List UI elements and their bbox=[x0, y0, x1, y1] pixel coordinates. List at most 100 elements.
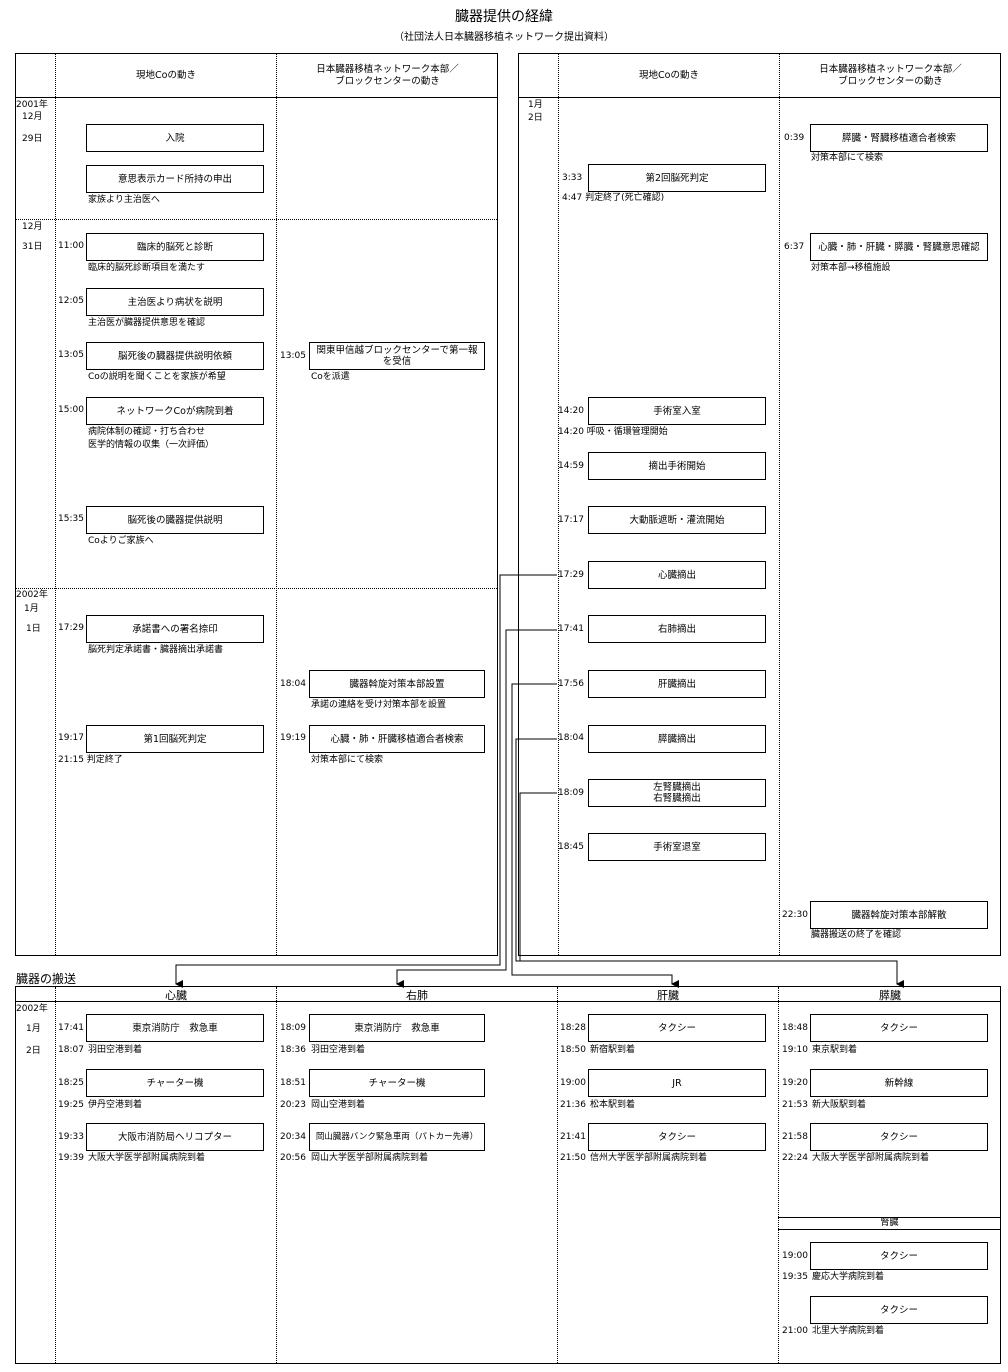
date-label: 31日 bbox=[22, 242, 43, 252]
page-title: 臓器提供の経緯 bbox=[455, 9, 553, 25]
lung-connector bbox=[396, 629, 557, 988]
transport-time: 19:10 bbox=[782, 1045, 808, 1055]
transport-note: 信州大学医学部附属病院到着 bbox=[590, 1153, 708, 1163]
local-co-header: 現地Coの動き bbox=[639, 70, 699, 81]
event-box: ネットワークCoが病院到着 bbox=[86, 397, 264, 425]
transport-box: タクシー bbox=[588, 1014, 766, 1042]
event-time: 15:35 bbox=[58, 514, 84, 524]
transport-box: 岡山臓器バンク緊急車両（パトカー先導） bbox=[309, 1123, 485, 1151]
transport-time: 18:25 bbox=[58, 1078, 84, 1088]
transport-time: 18:28 bbox=[560, 1023, 586, 1033]
event-box: 大動脈遮断・灌流開始 bbox=[588, 506, 766, 534]
liver-connector bbox=[511, 683, 679, 988]
date-label: 2001年 bbox=[16, 100, 48, 110]
event-box: 臨床的脳死と診断 bbox=[86, 233, 264, 261]
event-box: 脳死後の臓器提供説明 bbox=[86, 506, 264, 534]
transport-time: 19:20 bbox=[782, 1078, 808, 1088]
transport-time: 19:35 bbox=[782, 1272, 808, 1282]
event-time: 18:09 bbox=[558, 788, 584, 798]
event-box: 心臓・肺・肝臓・膵臓・腎臓意思確認 bbox=[810, 233, 988, 261]
event-box: 脳死後の臓器提供説明依頼 bbox=[86, 342, 264, 370]
transport-box: 新幹線 bbox=[810, 1069, 988, 1097]
date-label: 2002年 bbox=[16, 1004, 48, 1014]
event-box: 臓器斡旋対策本部設置 bbox=[309, 670, 485, 698]
transport-time: 21:41 bbox=[560, 1132, 586, 1142]
event-time: 18:04 bbox=[280, 679, 306, 689]
transport-note: 羽田空港到着 bbox=[311, 1045, 366, 1055]
event-time: 17:17 bbox=[558, 515, 584, 525]
event-note: Coよりご家族へ bbox=[88, 536, 154, 546]
event-time: 13:05 bbox=[280, 351, 306, 361]
event-note: 対策本部にて検索 bbox=[311, 755, 384, 765]
transport-time: 20:23 bbox=[280, 1100, 306, 1110]
transport-note: 新大阪駅到着 bbox=[812, 1100, 867, 1110]
transport-time: 18:36 bbox=[280, 1045, 306, 1055]
date-label: 1月 bbox=[528, 100, 543, 110]
event-time: 15:00 bbox=[58, 405, 84, 415]
destination-heart: 心臓 bbox=[165, 989, 187, 1002]
transport-time: 22:24 bbox=[782, 1153, 808, 1163]
event-note: Coの説明を聞くことを家族が希望 bbox=[88, 372, 226, 382]
network-header: 日本臓器移植ネットワーク本部／ ブロックセンターの動き bbox=[819, 64, 962, 87]
event-box: 肝臓摘出 bbox=[588, 670, 766, 698]
transport-note: 新宿駅到着 bbox=[590, 1045, 636, 1055]
transport-time: 19:33 bbox=[58, 1132, 84, 1142]
event-box: 意思表示カード所持の申出 bbox=[86, 165, 264, 193]
event-box: 第2回脳死判定 bbox=[588, 164, 766, 192]
date-label: 1月 bbox=[24, 604, 39, 614]
transport-time: 20:56 bbox=[280, 1153, 306, 1163]
transport-box: チャーター機 bbox=[86, 1069, 264, 1097]
transport-box: タクシー bbox=[810, 1296, 988, 1324]
left-timeline-panel: 現地Coの動き 日本臓器移植ネットワーク本部／ ブロックセンターの動き bbox=[15, 53, 498, 956]
event-time: 19:19 bbox=[280, 733, 306, 743]
date-label: 29日 bbox=[22, 134, 43, 144]
event-time: 11:00 bbox=[58, 241, 84, 251]
event-time: 6:37 bbox=[784, 242, 805, 252]
event-box: 手術室入室 bbox=[588, 397, 766, 425]
event-note: 医学的情報の収集（一次評価） bbox=[88, 440, 215, 450]
transport-note: 羽田空港到着 bbox=[88, 1045, 143, 1055]
event-box: 手術室退室 bbox=[588, 833, 766, 861]
event-time: 18:04 bbox=[558, 733, 584, 743]
date-label: 1日 bbox=[26, 624, 41, 634]
transport-time: 19:00 bbox=[782, 1251, 808, 1261]
kidney-connector bbox=[519, 792, 557, 961]
transport-box: 東京消防庁 救急車 bbox=[309, 1014, 485, 1042]
destination-liver: 肝臓 bbox=[657, 989, 679, 1002]
event-time: 3:33 bbox=[562, 173, 583, 183]
transport-note: 松本駅到着 bbox=[590, 1100, 636, 1110]
event-note: 承諾の連絡を受け対策本部を設置 bbox=[311, 700, 447, 710]
transport-note: 東京駅到着 bbox=[812, 1045, 858, 1055]
event-note: 臨床的脳死診断項目を満たす bbox=[88, 263, 206, 273]
transport-panel bbox=[15, 986, 1001, 1364]
event-time: 17:29 bbox=[558, 570, 584, 580]
event-note: 病院体制の確認・打ち合わせ bbox=[88, 427, 206, 437]
transport-section-title: 臓器の搬送 bbox=[16, 972, 77, 986]
right-timeline-panel: 現地Coの動き 日本臓器移植ネットワーク本部／ ブロックセンターの動き bbox=[518, 53, 1001, 956]
date-label: 12月 bbox=[22, 112, 43, 122]
event-time: 12:05 bbox=[58, 296, 84, 306]
transport-time: 20:34 bbox=[280, 1132, 306, 1142]
transport-time: 21:50 bbox=[560, 1153, 586, 1163]
destination-kidney: 腎臓 bbox=[778, 1217, 1001, 1230]
event-time: 17:41 bbox=[558, 624, 584, 634]
transport-note: 岡山大学医学部附属病院到着 bbox=[311, 1153, 429, 1163]
transport-note: 北里大学病院到着 bbox=[812, 1326, 885, 1336]
event-time: 17:29 bbox=[58, 623, 84, 633]
transport-note: 伊丹空港到着 bbox=[88, 1100, 143, 1110]
event-time: 17:56 bbox=[558, 679, 584, 689]
transport-time: 21:53 bbox=[782, 1100, 808, 1110]
event-box: 承諾書への署名捺印 bbox=[86, 615, 264, 643]
date-label: 12月 bbox=[22, 222, 43, 232]
event-box: 心臓・肺・肝臓移植適合者検索 bbox=[309, 725, 485, 753]
event-time: 14:20 bbox=[558, 406, 584, 416]
transport-note: 岡山空港到着 bbox=[311, 1100, 366, 1110]
event-box: 左腎臓摘出 右腎臓摘出 bbox=[588, 779, 766, 807]
transport-box: タクシー bbox=[588, 1123, 766, 1151]
event-time: 18:45 bbox=[558, 842, 584, 852]
date-label: 1月 bbox=[26, 1024, 41, 1034]
transport-box: JR bbox=[588, 1069, 766, 1097]
destination-right-lung: 右肺 bbox=[406, 989, 428, 1002]
transport-time: 19:39 bbox=[58, 1153, 84, 1163]
